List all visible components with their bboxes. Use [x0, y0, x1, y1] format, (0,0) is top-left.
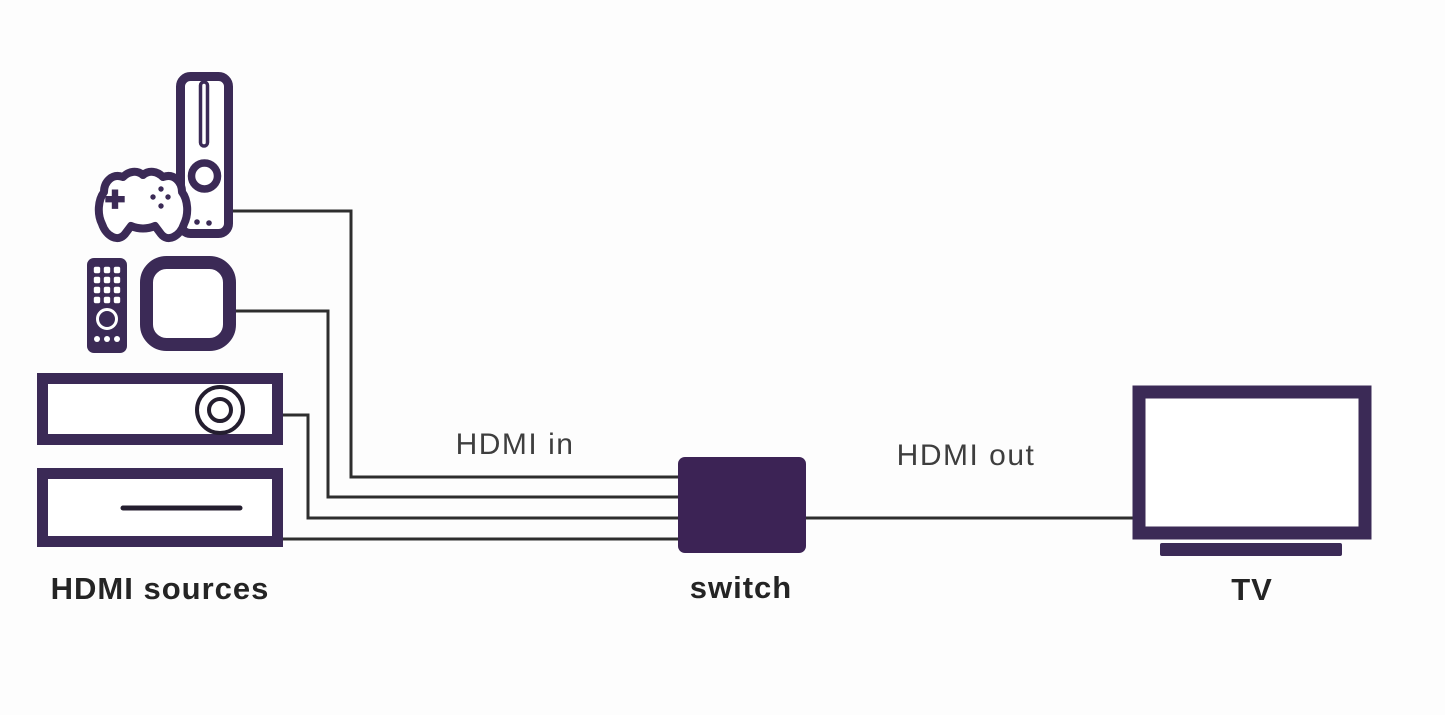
tv-screen — [1132, 385, 1372, 540]
tv-icon — [1132, 385, 1372, 556]
game-console-icon — [94, 72, 233, 242]
gamepad-icon — [94, 167, 192, 242]
remote-keys — [93, 266, 121, 304]
disc-player-icon — [37, 373, 283, 445]
disc-outer-ring — [195, 385, 245, 435]
gamepad-button — [150, 194, 156, 200]
console-dot — [194, 219, 200, 225]
connector-lines — [233, 209, 1137, 541]
edge-console-to-switch — [233, 209, 680, 479]
remote-ok-ring — [96, 308, 118, 330]
hdmi-sources-label: HDMI sources — [50, 571, 270, 606]
tv-stand — [1160, 543, 1342, 556]
hdmi-out-label: HDMI out — [896, 439, 1036, 472]
gamepad-button — [165, 194, 171, 200]
edge-streambox-to-switch — [234, 309, 680, 499]
gamepad-button — [158, 203, 164, 209]
remote-bottom-keys — [94, 336, 120, 342]
gamepad-dpad — [105, 189, 125, 209]
disc-inner-ring — [207, 397, 233, 423]
console-dot — [206, 220, 212, 226]
console-power-button — [187, 159, 222, 193]
media-box-icon — [37, 468, 283, 547]
gamepad-button — [158, 186, 164, 192]
edge-discplayer-to-switch — [281, 413, 680, 520]
hdmi-in-label: HDMI in — [455, 428, 575, 461]
console-tower — [176, 72, 233, 238]
switch-label: switch — [689, 570, 793, 605]
disc-player-body — [37, 373, 283, 445]
streaming-box-remote-icon — [87, 256, 236, 353]
console-disc-slot — [198, 80, 210, 148]
gamepad-body — [94, 167, 192, 242]
streaming-box-body — [140, 256, 236, 351]
tv-label: TV — [1231, 572, 1273, 607]
switch-box — [678, 457, 806, 553]
